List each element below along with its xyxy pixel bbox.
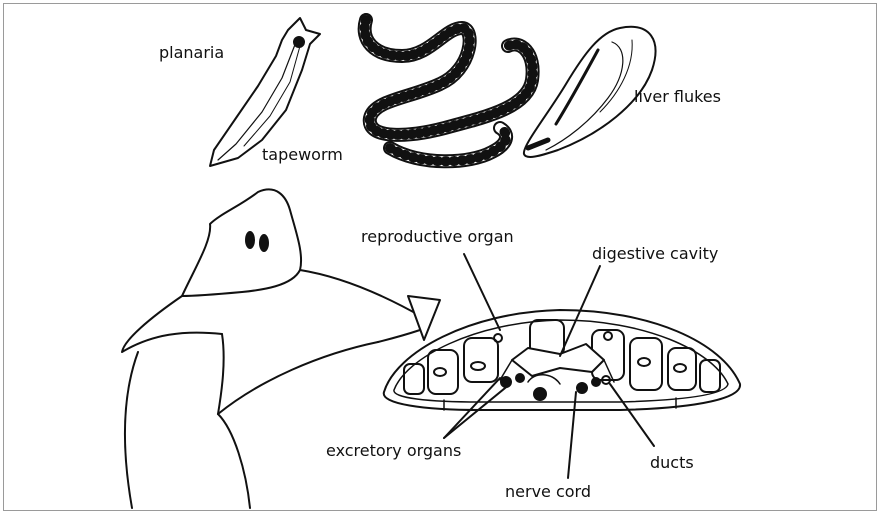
planaria-drawing	[210, 18, 320, 166]
ducts-label: ducts	[650, 454, 694, 472]
cross-section-drawing	[384, 310, 740, 410]
nerve-cord-label: nerve cord	[505, 483, 591, 501]
excretory-organs-pointer-b	[444, 378, 500, 438]
reproductive-organ-label: reproductive organ	[361, 228, 514, 246]
tapeworm-drawing	[362, 14, 533, 161]
reproductive-organ-pointer	[464, 254, 500, 330]
liver-flukes-label: liver flukes	[634, 88, 721, 106]
tapeworm-label: tapeworm	[262, 146, 343, 164]
planaria-label: planaria	[159, 44, 224, 62]
nerve-cord-pointer	[568, 392, 576, 478]
ducts-pointer	[610, 384, 654, 446]
excretory-organs-label: excretory organs	[326, 442, 461, 460]
digestive-cavity-label: digestive cavity	[592, 245, 718, 263]
